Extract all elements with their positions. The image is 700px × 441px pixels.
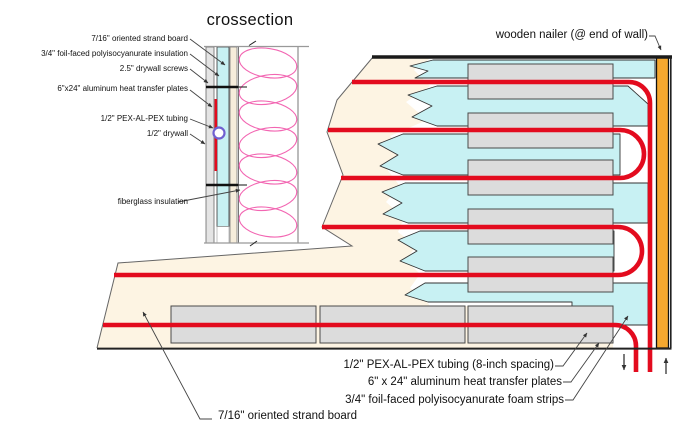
fiberglass-insulation-loop [238,126,298,159]
label-plates-crossection: 6"x24" aluminum heat transfer plates [57,84,188,93]
osb-torn-edge [96,56,374,349]
leader-lines [142,35,662,420]
label-plates-bottom: 6" x 24" aluminum heat transfer plates [367,376,562,388]
leader-plates [189,89,213,108]
label-wooden-nailer: wooden nailer (@ end of wall) [495,29,648,41]
leader-drywall [189,133,206,145]
label-tube-spacing: 1/2" PEX-AL-PEX tubing (8-inch spacing) [343,359,554,371]
leader-fiberglass [177,188,241,203]
label-osb-bottom: 7/16" oriented strand board [218,410,357,422]
pex-tube-return-run [103,322,639,372]
label-foam-strips: 3/4" foil-faced polyisocyanurate foam st… [345,394,564,406]
label-osb-crossection: 7/16" oriented strand board [91,34,188,43]
leader-osb [189,38,226,66]
label-foam-crossection: 3/4" foil-faced polyisocyanurate insulat… [41,49,188,58]
drywall-layer [205,46,215,244]
label-fiberglass: fiberglass insulation [117,197,188,206]
leader-tube-spacing [555,332,588,367]
pex-tube-uturn-lower [114,224,645,278]
label-tubing-crossection: 1/2" PEX-AL-PEX tubing [100,114,188,123]
crossection-title: crossection [206,11,294,29]
fiberglass-insulation-loop [238,47,298,79]
label-screws: 2.5" drywall screws [119,64,188,73]
crossection-drawing [204,40,309,247]
fiberglass-insulation-loop [238,73,298,106]
foam-gap [216,226,230,244]
fiberglass-insulation-loop [238,153,298,185]
leader-screws [189,68,209,84]
wall-plan-drawing [96,55,672,374]
leader-foam-strips [565,315,629,401]
wooden-nailer [655,56,670,349]
fiberglass-insulation-loop [238,206,298,238]
leader-plates-bottom [563,342,600,383]
fiberglass-insulation-loop [238,179,298,212]
dimension-tick-top [248,40,257,46]
osb-layer [229,46,238,244]
label-drywall: 1/2" drywall [146,129,188,138]
leader-nailer [649,35,662,51]
leader-tubing [189,118,214,129]
pex-tube-supply-run [352,79,653,372]
fiberglass-insulation-loop [238,100,298,132]
dimension-tick-bottom [249,240,258,247]
pex-tube-section [212,126,226,140]
leader-foam [189,53,220,77]
pex-tube-uturn-upper [328,127,647,181]
leader-osb-bottom [142,311,212,420]
